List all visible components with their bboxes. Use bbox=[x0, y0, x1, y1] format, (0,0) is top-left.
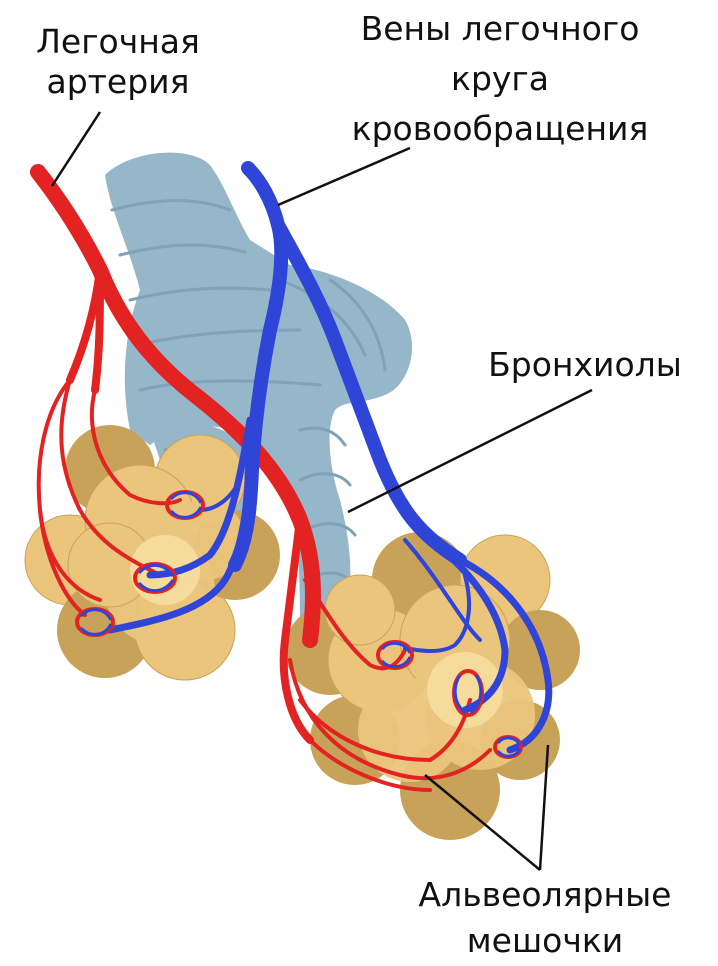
label-pulmonary-veins: Вены легочного круга кровообращения bbox=[300, 4, 700, 154]
label-artery-line-2: артерия bbox=[18, 62, 218, 102]
label-pulmonary-artery: Легочная артерия bbox=[18, 22, 218, 102]
label-veins-line-1: Вены легочного bbox=[300, 4, 700, 54]
label-artery-line-1: Легочная bbox=[18, 22, 218, 62]
leader-line-veins bbox=[278, 148, 410, 205]
label-veins-line-2: круга bbox=[300, 54, 700, 104]
label-alveolar-line-2: мешочки bbox=[380, 918, 710, 964]
leader-line-artery bbox=[52, 112, 100, 186]
label-alveolar-sacs: Альвеолярные мешочки bbox=[380, 872, 710, 964]
label-bronchioles-line-1: Бронхиолы bbox=[470, 345, 700, 385]
label-alveolar-line-1: Альвеолярные bbox=[380, 872, 710, 918]
label-veins-line-3: кровообращения bbox=[300, 104, 700, 154]
leader-line-bronchioles bbox=[348, 390, 592, 512]
label-bronchioles: Бронхиолы bbox=[470, 345, 700, 385]
